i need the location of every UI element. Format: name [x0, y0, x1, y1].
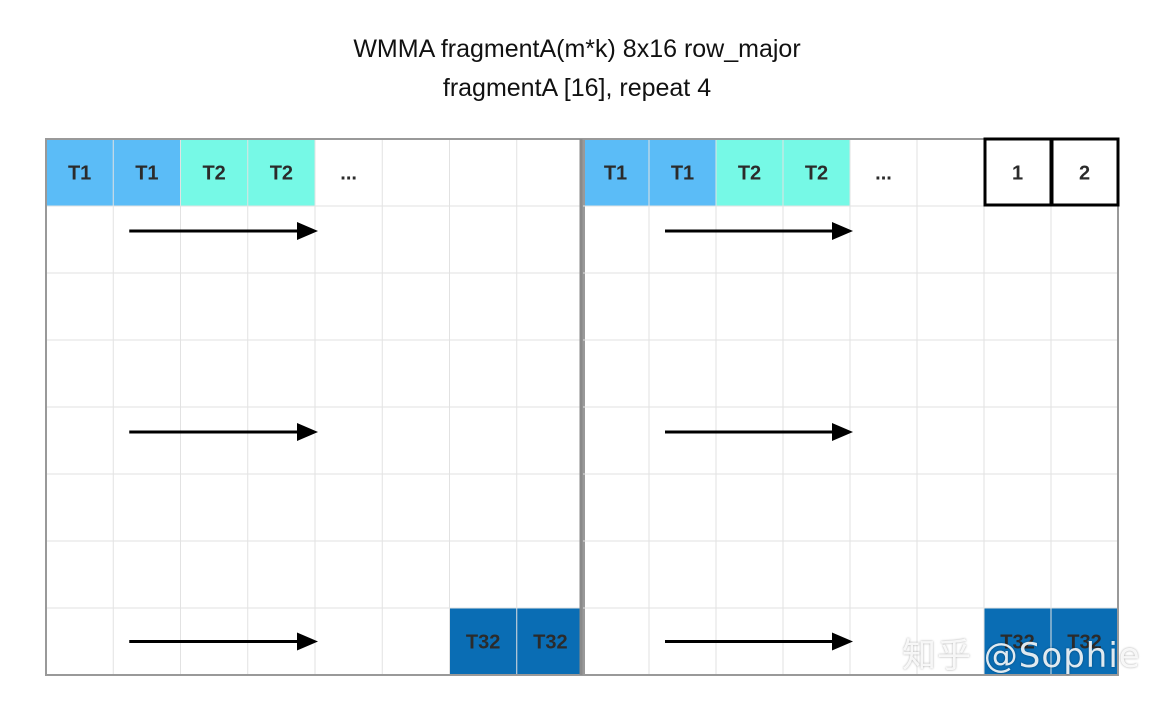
thread-label: T1: [135, 163, 158, 185]
thread-cell: [1051, 608, 1118, 675]
thread-label: T32: [466, 632, 500, 654]
watermark: 知乎 @Sophie: [902, 636, 1141, 676]
thread-cell: [716, 139, 783, 206]
thread-cell: [46, 139, 114, 206]
thread-cell: [449, 608, 517, 675]
thread-label: T32: [1067, 632, 1101, 654]
thread-cell: [582, 139, 649, 206]
diagram-title: WMMA fragmentA(m*k) 8x16 row_major: [353, 35, 801, 63]
thread-cell: [984, 608, 1051, 675]
thread-cell: [649, 139, 716, 206]
thread-label: T2: [202, 163, 225, 185]
legend-box: [1050, 137, 1120, 207]
thread-label: ...: [340, 163, 357, 185]
thread-label: T32: [533, 632, 567, 654]
legend-label: 2: [1079, 163, 1090, 185]
thread-cell: [180, 139, 248, 206]
legend-label: 1: [1012, 163, 1023, 185]
thread-label: T2: [270, 163, 293, 185]
thread-label: T32: [1000, 632, 1034, 654]
diagram-subtitle: fragmentA [16], repeat 4: [442, 74, 712, 102]
thread-label: T1: [671, 163, 694, 185]
thread-label: T2: [805, 163, 828, 185]
thread-cell: [516, 608, 584, 675]
thread-cell: [247, 139, 315, 206]
thread-label: ...: [875, 163, 892, 185]
thread-label: T1: [68, 163, 91, 185]
thread-label: T1: [604, 163, 627, 185]
thread-cell: [113, 139, 181, 206]
thread-label: T2: [738, 163, 761, 185]
thread-cell: [783, 139, 850, 206]
